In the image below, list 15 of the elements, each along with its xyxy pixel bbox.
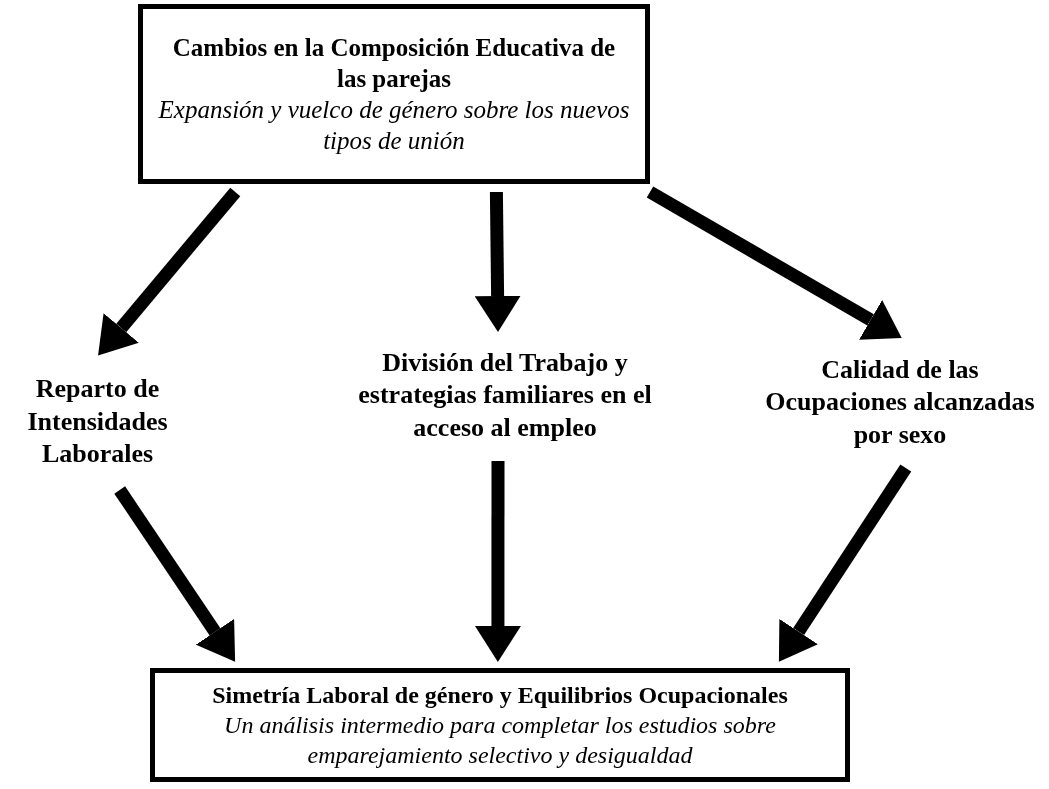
node-label: División del Trabajo y estrategias familiares en el acceso al empleo bbox=[330, 338, 680, 453]
arrow bbox=[778, 464, 912, 662]
arrow bbox=[474, 191, 521, 332]
arrow bbox=[474, 461, 521, 662]
arrow bbox=[646, 186, 902, 340]
box-subtitle: Un análisis intermedio para completar los estudios sobre emparejamiento selectivo y desigualdad bbox=[223, 711, 777, 770]
box-heading: Simetría Laboral de género y Equilibrios Ocupacionales bbox=[212, 681, 788, 710]
box-subtitle: Expansión y vuelco de género sobre los nuevos tipos de unión bbox=[157, 95, 631, 157]
arrow bbox=[114, 486, 236, 662]
box-heading: Cambios en la Composición Educativa de las parejas bbox=[171, 32, 617, 94]
node-label: Reparto de Intensidades Laborales bbox=[5, 362, 190, 482]
text-box bbox=[150, 668, 850, 782]
arrow bbox=[98, 187, 241, 356]
node-label: Calidad de las Ocupaciones alcanzadas por sexo bbox=[755, 345, 1045, 460]
text-box bbox=[138, 4, 650, 184]
